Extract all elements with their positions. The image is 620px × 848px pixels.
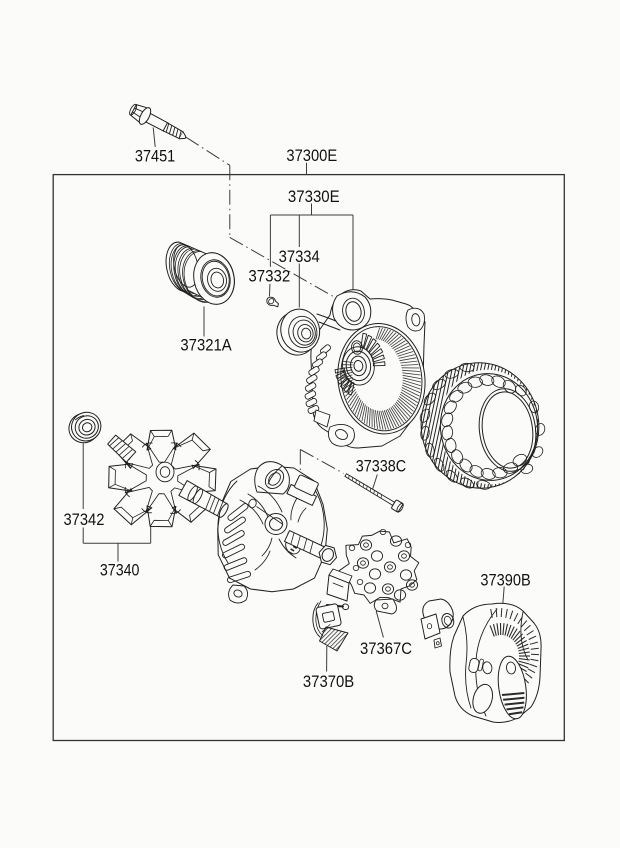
svg-text:37451: 37451 <box>135 147 175 166</box>
svg-text:37332: 37332 <box>248 266 290 285</box>
svg-text:37321A: 37321A <box>180 336 232 355</box>
svg-text:37330E: 37330E <box>288 187 340 206</box>
svg-text:37370B: 37370B <box>303 672 354 691</box>
svg-text:37390B: 37390B <box>480 570 530 589</box>
svg-text:37300E: 37300E <box>286 146 337 165</box>
svg-text:37340: 37340 <box>100 560 139 579</box>
svg-text:37338C: 37338C <box>356 456 406 475</box>
svg-text:37334: 37334 <box>279 247 320 266</box>
svg-text:37367C: 37367C <box>360 639 412 658</box>
svg-text:37342: 37342 <box>64 510 105 529</box>
